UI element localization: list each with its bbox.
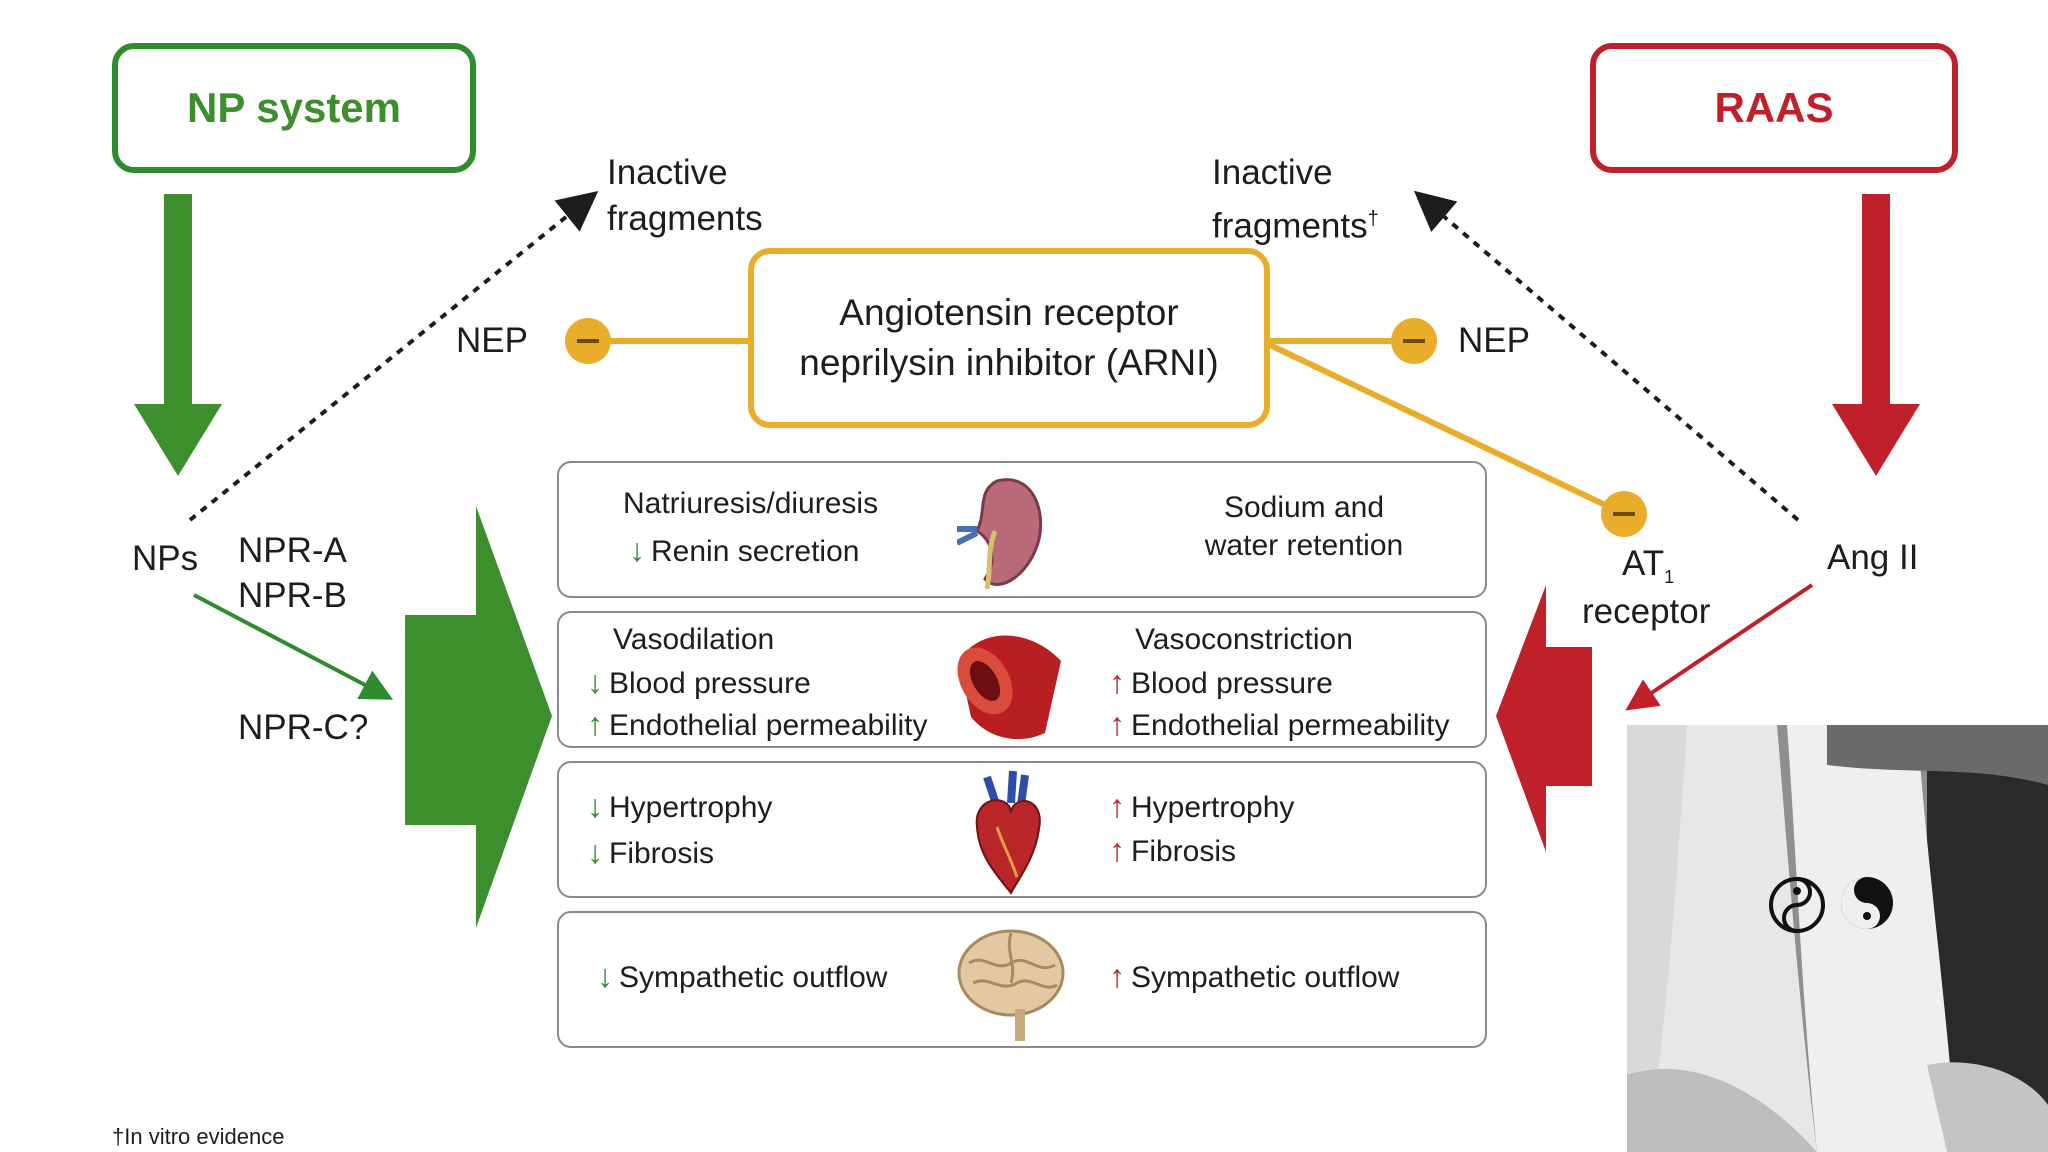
- left-effect-line: Natriuresis/diuresis: [623, 487, 879, 520]
- raas-effects-left-arrow: [1496, 585, 1592, 852]
- nep-right-minus-icon: [1391, 318, 1437, 364]
- np-to-fragments-dotted-arrow: [188, 190, 599, 522]
- right-inactive-line-2: fragments: [1212, 206, 1368, 246]
- at1-text: AT: [1622, 544, 1665, 583]
- right-effect-text: Sympathetic outflow: [1131, 961, 1400, 994]
- angii-to-red-arrow: [1625, 583, 1814, 711]
- at1-minus-icon: [1601, 491, 1647, 537]
- down-arrow-icon: ↓: [597, 958, 613, 994]
- effects-panel-vascular: Vasodilation ↓Blood pressure ↑Endothelia…: [557, 611, 1487, 748]
- tattoo-photo-illustration: [1627, 725, 2048, 1152]
- np-down-arrow: [134, 194, 222, 476]
- np-system-box: NP system: [112, 43, 476, 173]
- yang-tattoo-icon: [1841, 877, 1893, 929]
- right-effect-text: Hypertrophy: [1131, 791, 1295, 824]
- kidney-icon: [957, 478, 1043, 590]
- right-effect-line: ↑Hypertrophy: [1103, 785, 1294, 829]
- right-effect-line: Vasoconstriction: [1135, 623, 1353, 656]
- effects-panel-cardiac: ↓Hypertrophy ↓Fibrosis ↑Hypertrophy ↑Fib…: [557, 761, 1487, 898]
- npr-b-label: NPR-B: [238, 576, 347, 615]
- left-effect-line: ↓Fibrosis: [581, 831, 714, 875]
- np-system-title: NP system: [186, 84, 402, 131]
- up-arrow-icon: ↑: [1109, 706, 1125, 742]
- effects-panel-renal: Natriuresis/diuresis ↓Renin secretion So…: [557, 461, 1487, 598]
- right-effect-line: ↑Endothelial permeability: [1103, 703, 1450, 747]
- right-effect-line: ↑Blood pressure: [1103, 661, 1333, 705]
- left-effect-line: ↓Sympathetic outflow: [591, 955, 887, 999]
- left-effect-text: Sympathetic outflow: [619, 961, 888, 994]
- raas-title: RAAS: [1714, 84, 1834, 131]
- up-arrow-icon: ↑: [1109, 788, 1125, 824]
- left-nep-label: NEP: [456, 321, 528, 360]
- right-inactive-line-1: Inactive: [1212, 153, 1333, 192]
- left-effect-text: Fibrosis: [609, 837, 715, 870]
- yin-tattoo-icon: [1769, 877, 1825, 933]
- up-arrow-icon: ↑: [1109, 664, 1125, 700]
- blood-vessel-icon: [957, 635, 1061, 740]
- right-effect-text: Endothelial permeability: [1131, 709, 1450, 742]
- left-effect-line: ↓Blood pressure: [581, 661, 811, 705]
- left-effect-text: Renin secretion: [651, 535, 860, 568]
- left-effect-line: ↓Renin secretion: [623, 529, 859, 573]
- arni-at1-inhibition-line: [1268, 342, 1626, 517]
- ang-ii-label: Ang II: [1827, 538, 1919, 577]
- left-effect-text: Endothelial permeability: [609, 709, 928, 742]
- receptor-label: receptor: [1582, 592, 1711, 631]
- left-inactive-fragments-label: Inactive fragments: [607, 150, 763, 242]
- footnote: †In vitro evidence: [112, 1124, 285, 1149]
- up-arrow-icon: ↑: [1109, 958, 1125, 994]
- right-effect-line: Sodium and: [1223, 491, 1385, 524]
- right-nep-label: NEP: [1458, 321, 1530, 360]
- effects-panel-neural: ↓Sympathetic outflow ↑Sympathetic outflo…: [557, 911, 1487, 1048]
- at1-subscript: 1: [1664, 567, 1675, 587]
- down-arrow-icon: ↓: [629, 532, 645, 568]
- left-effect-text: Blood pressure: [609, 667, 811, 700]
- left-inactive-line-2: fragments: [607, 199, 763, 238]
- raas-box: RAAS: [1590, 43, 1958, 173]
- right-effect-line: ↑Fibrosis: [1103, 829, 1236, 873]
- nps-label: NPs: [132, 539, 199, 578]
- right-inactive-fragments-label: Inactive fragments†: [1212, 150, 1379, 250]
- right-effect-line: ↑Sympathetic outflow: [1103, 955, 1399, 999]
- arni-line-2: neprilysin inhibitor (ARNI): [799, 342, 1219, 383]
- npr-c-label: NPR-C?: [238, 708, 369, 747]
- up-arrow-icon: ↑: [587, 706, 603, 742]
- nep-left-minus-icon: [565, 318, 611, 364]
- arni-box: Angiotensin receptor neprilysin inhibito…: [748, 248, 1270, 428]
- up-arrow-icon: ↑: [1109, 832, 1125, 868]
- npr-a-label: NPR-A: [238, 531, 347, 570]
- down-arrow-icon: ↓: [587, 788, 603, 824]
- at1-label: AT1: [1622, 541, 1674, 600]
- yin-yang-tattoo-photo: [1627, 725, 2048, 1152]
- left-inactive-line-1: Inactive: [607, 153, 728, 192]
- raas-down-arrow: [1832, 194, 1920, 476]
- nps-to-nprc-arrow: [193, 593, 394, 700]
- left-effect-line: ↓Hypertrophy: [581, 785, 772, 829]
- brain-icon: [957, 929, 1065, 1041]
- heart-icon: [975, 770, 1041, 895]
- down-arrow-icon: ↓: [587, 834, 603, 870]
- right-effect-text: Fibrosis: [1131, 835, 1237, 868]
- dagger-mark: †: [1367, 208, 1379, 230]
- left-effect-line: Vasodilation: [613, 623, 775, 656]
- right-effect-line: water retention: [1204, 529, 1404, 562]
- down-arrow-icon: ↓: [587, 664, 603, 700]
- left-effect-text: Hypertrophy: [609, 791, 773, 824]
- right-effect-text: Blood pressure: [1131, 667, 1333, 700]
- arni-line-1: Angiotensin receptor: [839, 292, 1179, 333]
- left-effect-line: ↑Endothelial permeability: [581, 703, 928, 747]
- np-effects-right-arrow: [405, 506, 552, 928]
